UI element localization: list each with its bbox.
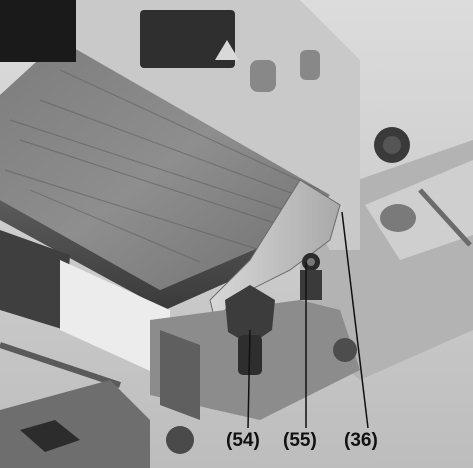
callout-55: (55) (283, 430, 317, 451)
clamp-foot (166, 426, 194, 454)
callout-54: (54) (226, 430, 260, 451)
rod (418, 188, 472, 247)
fence-slot (250, 60, 276, 92)
star-knob (225, 285, 275, 345)
side-panel (60, 260, 170, 380)
adjust-screw-head (307, 258, 315, 266)
clamp-leg (160, 330, 200, 420)
lever-handle (20, 420, 80, 452)
callout-36: (36) (344, 430, 378, 451)
wood-grain (4, 69, 321, 263)
guide-rod (0, 342, 121, 388)
wood-board-edge (0, 200, 300, 310)
table-slot (365, 160, 473, 260)
table-hole (380, 204, 416, 232)
saw-guard (0, 230, 70, 330)
warning-triangle-icon (215, 40, 239, 60)
leader-lines (247, 211, 369, 429)
base-casting (0, 380, 150, 468)
screw-holder (300, 270, 322, 300)
warning-label (140, 10, 235, 68)
fence-slot-2 (300, 50, 320, 80)
corner-black-box (0, 0, 76, 62)
wood-board-top (0, 40, 330, 290)
clamp-knob-center (383, 136, 401, 154)
clamp-pivot (333, 338, 357, 362)
